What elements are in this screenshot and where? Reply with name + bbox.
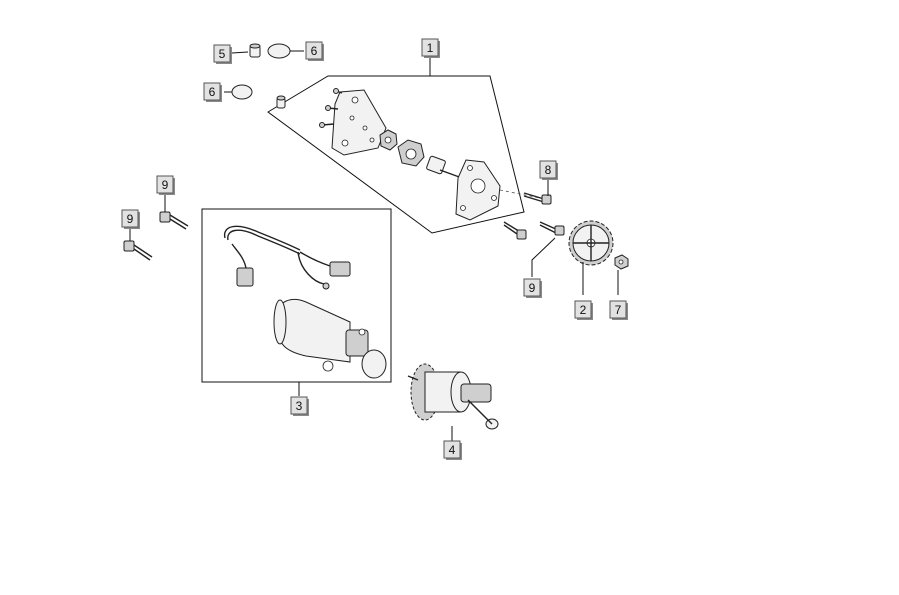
bendix-drive-4 [407,363,499,430]
drive-shaft [426,155,463,179]
callout-9-right-label: 9 [529,281,536,295]
bolt-9-right-b [539,221,565,236]
drive-gear [397,139,425,167]
callout-2: 2 [574,300,593,320]
callout-9-left-lower-label: 9 [127,212,134,226]
callout-6-left-label: 6 [209,85,216,99]
nut-7 [614,254,629,270]
callout-9-left-upper-label: 9 [162,178,169,192]
leader-9-right [531,237,556,277]
assembly-3-frame [201,208,392,383]
callout-9-left-upper: 9 [156,175,175,195]
plate-screws [319,88,343,128]
callout-6-left: 6 [203,82,222,102]
assembly-1-frame [267,75,525,234]
callout-4: 4 [443,440,462,460]
wire-harness [223,225,351,290]
o-ring-6-left [231,84,253,100]
small-gear [379,129,398,151]
o-ring-6-top [267,43,291,59]
callout-8: 8 [539,160,558,180]
callout-3: 3 [290,396,309,416]
callout-7: 7 [609,300,628,320]
callout-7-label: 7 [615,303,622,317]
callout-8-label: 8 [545,163,552,177]
bolt-9-left-upper [159,211,189,230]
callout-4-label: 4 [449,443,456,457]
callout-6-top-label: 6 [311,44,318,58]
callout-1: 1 [421,38,440,58]
plug-5 [249,43,261,58]
bolt-8 [523,192,552,205]
bolt-9-right-a [503,221,527,240]
bracket-plate-right [455,159,501,221]
sprocket-2 [568,220,614,266]
callout-5: 5 [213,44,232,64]
bracket-plate-left [331,89,387,156]
alignment-line [499,189,541,199]
starter-motor [273,298,387,379]
callout-6-top: 6 [305,41,324,61]
callout-3-label: 3 [296,399,303,413]
callout-2-label: 2 [580,303,587,317]
bushing [276,95,286,109]
bolt-9-left-lower [123,240,153,261]
starter-o-ring [361,349,387,379]
callout-9-left-lower: 9 [121,209,140,229]
callout-5-label: 5 [219,47,226,61]
callout-9-right: 9 [523,278,542,298]
leader-5 [231,51,249,54]
callout-1-label: 1 [427,41,434,55]
